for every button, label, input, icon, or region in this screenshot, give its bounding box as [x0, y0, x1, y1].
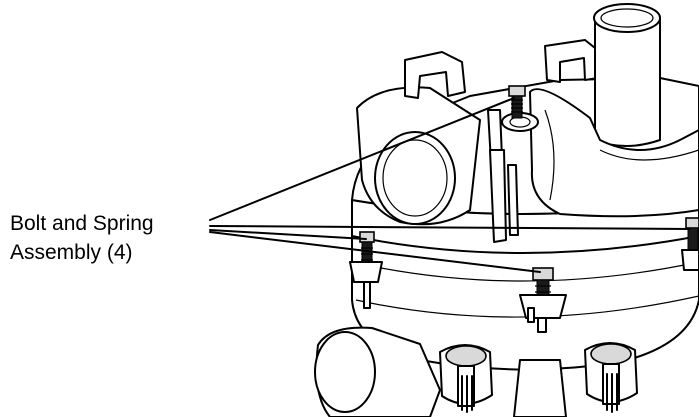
bottom-left-opening — [314, 331, 376, 413]
leader-line-right — [209, 225, 691, 230]
top-left-handle — [404, 51, 466, 99]
bracket-post-2 — [507, 164, 519, 236]
bottom-fitting-right — [584, 342, 638, 413]
right-cover — [529, 88, 699, 218]
callout-line-2: Assembly (4) — [10, 241, 133, 264]
bolt-spring-left — [349, 231, 383, 309]
leader-line-left — [209, 229, 367, 240]
right-cover-detail — [544, 109, 555, 201]
riser-pipe-top — [593, 3, 661, 33]
bracket-post-1 — [489, 149, 507, 243]
callout-leaders — [209, 97, 691, 273]
lower-housing-seam — [351, 261, 699, 282]
top-center-handle — [544, 39, 601, 83]
leader-line-top — [209, 97, 515, 221]
bolt-spring-top — [508, 85, 526, 119]
bottom-fitting-left — [439, 344, 493, 413]
riser-pipe — [594, 17, 661, 147]
left-pipe-opening — [374, 131, 456, 225]
bolt-spring-front — [519, 267, 567, 333]
bottom-center-neck — [513, 359, 567, 417]
left-pipe-opening-inner — [382, 139, 448, 217]
callout-line-1: Bolt and Spring — [10, 212, 154, 235]
riser-pipe-top-inner — [600, 8, 654, 28]
bolt-spring-right — [681, 217, 699, 271]
right-cover-detail-2 — [599, 149, 699, 161]
lower-housing-seam-2 — [355, 295, 699, 318]
leader-line-front — [209, 231, 541, 273]
callout-label: Bolt and Spring Assembly (4) — [10, 209, 154, 267]
